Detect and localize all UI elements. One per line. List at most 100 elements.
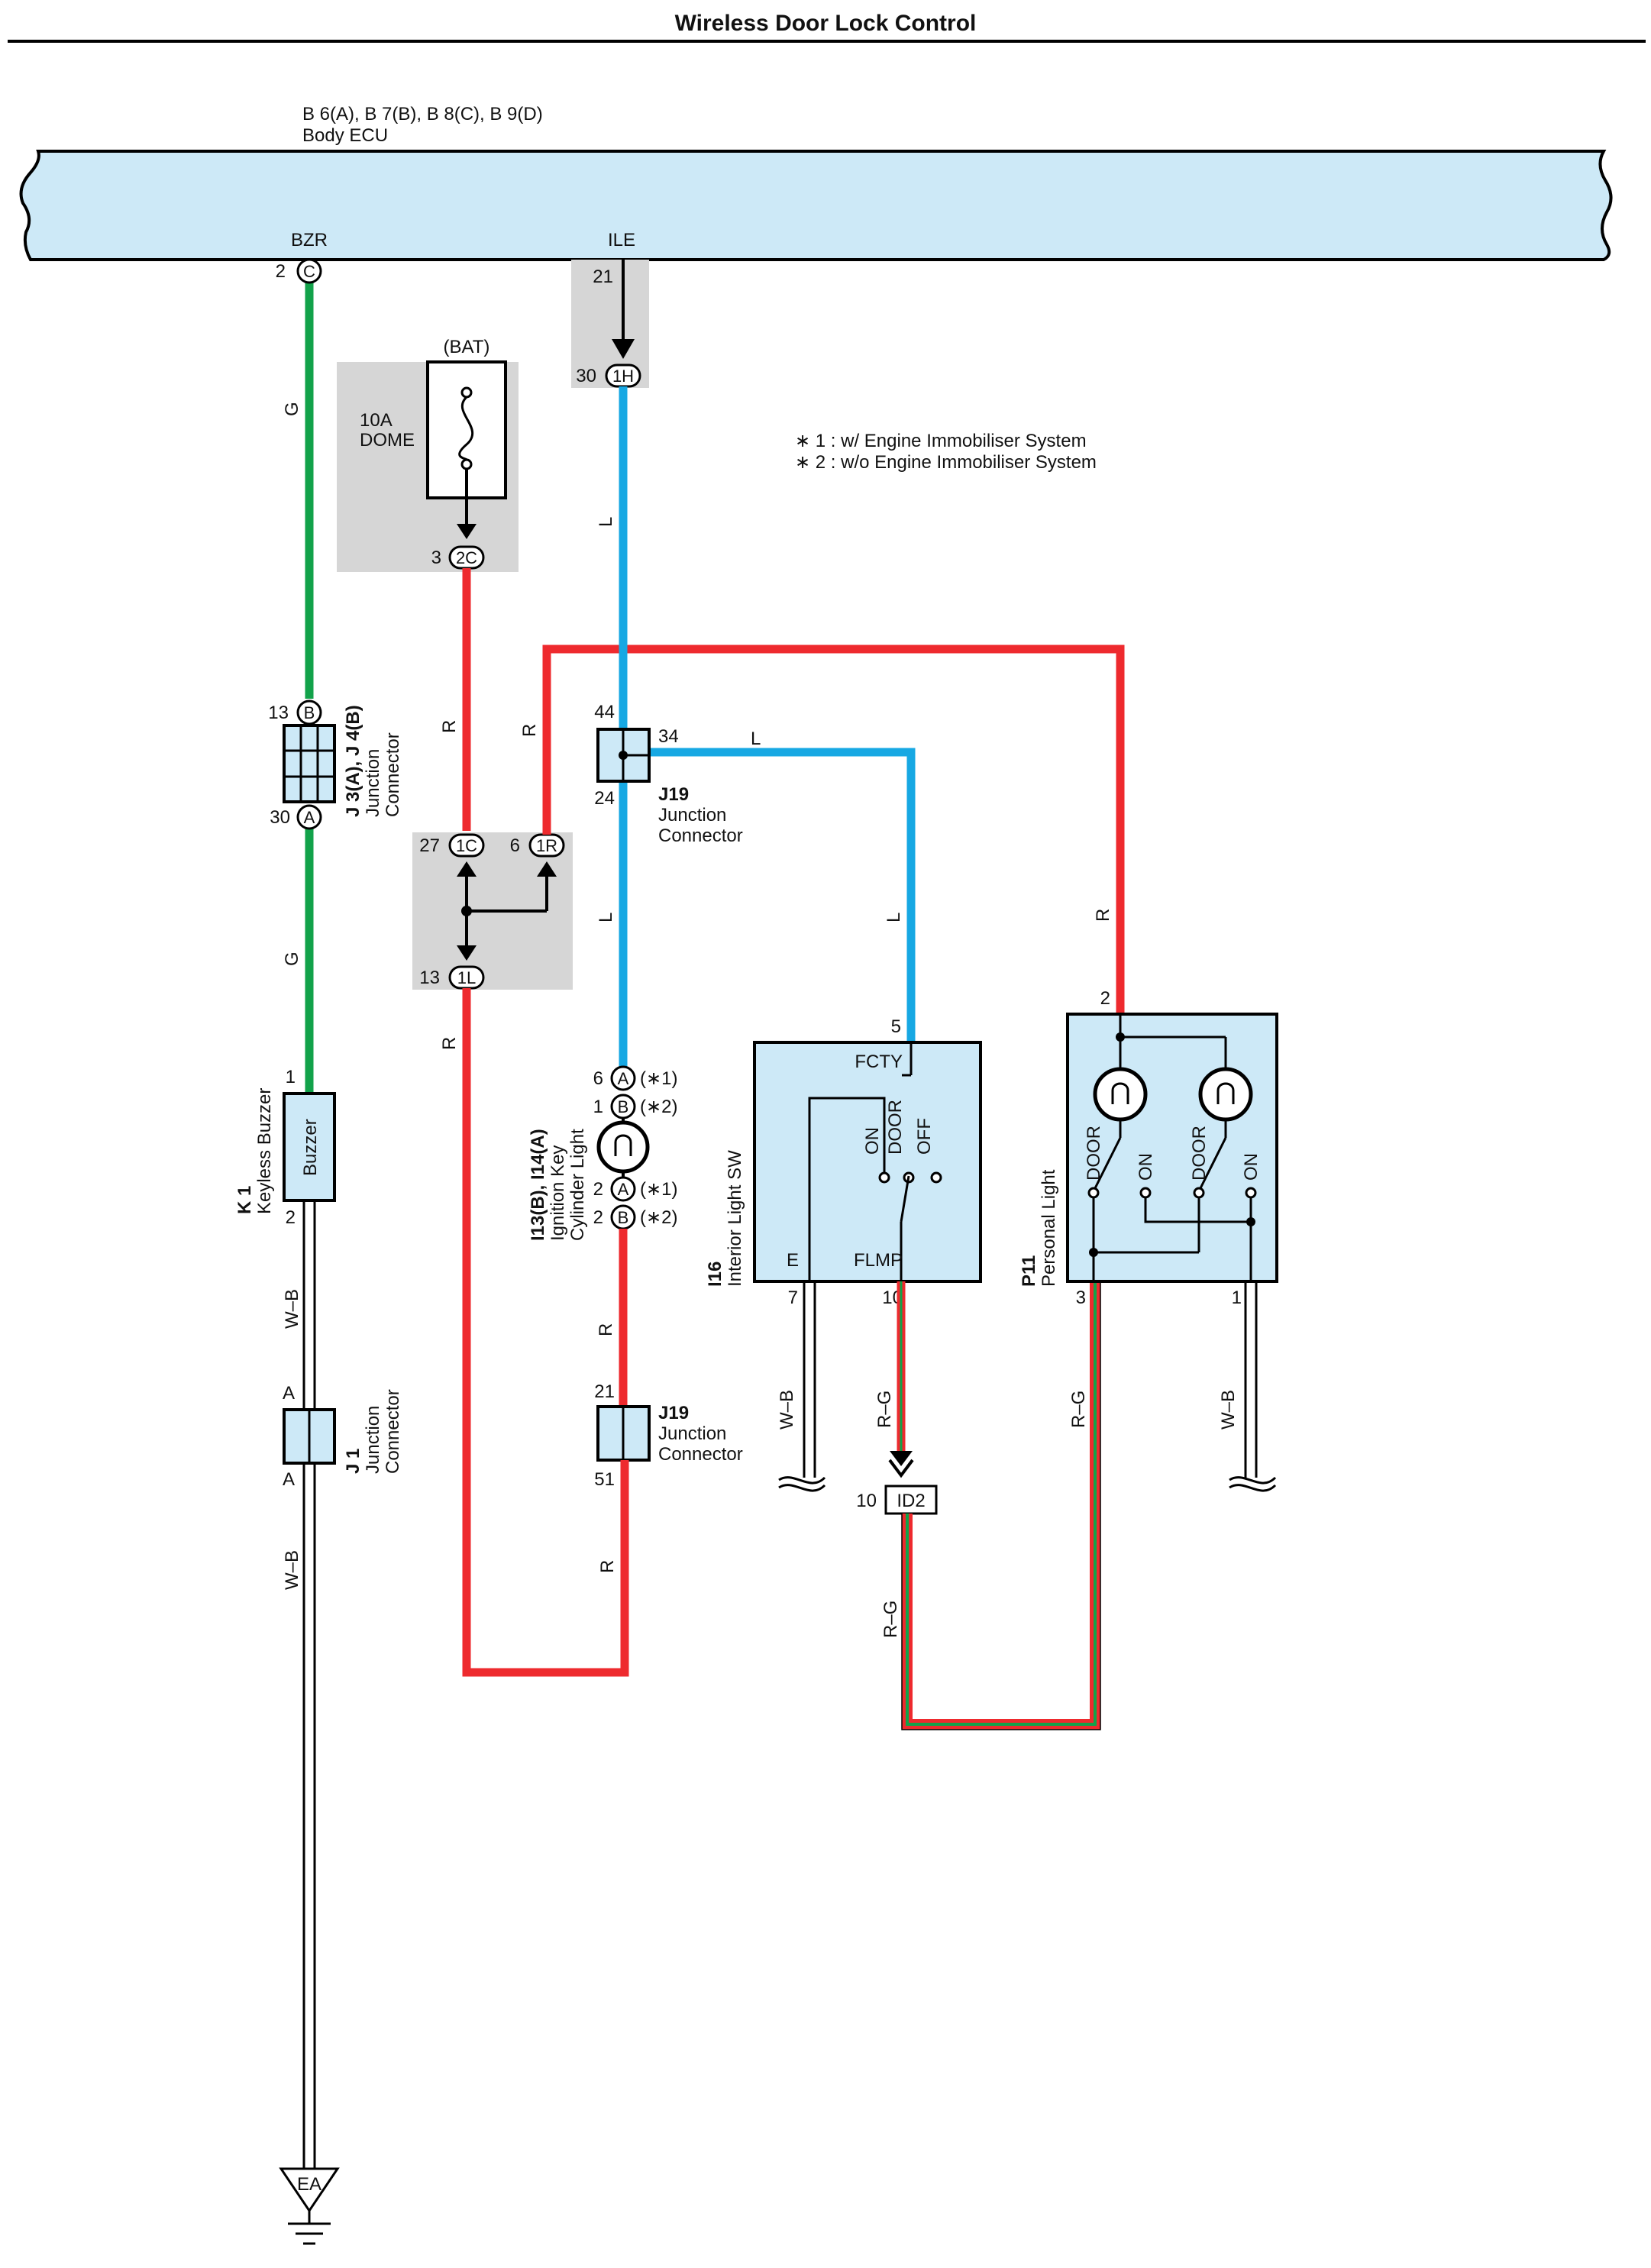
personal-lamp-left: [1093, 1067, 1148, 1122]
fuse-arrow: [457, 524, 477, 539]
junction-j19-node: [619, 751, 628, 760]
fuse-rating: 10A: [360, 410, 393, 431]
pin-ik-b1-letter: B: [618, 1097, 629, 1116]
pin-ik-b2-note: (∗2): [640, 1207, 677, 1228]
pin-ik-a1-letter: A: [618, 1069, 629, 1088]
p11-node: [1246, 1217, 1255, 1226]
p11-on-l: ON: [1136, 1153, 1156, 1181]
p11-switch-blade: [1197, 1137, 1227, 1192]
note-1: ∗ 1 : w/ Engine Immobiliser System: [795, 431, 1087, 451]
p11-on-r: ON: [1241, 1153, 1262, 1181]
ecu-pin-bzr: BZR: [291, 230, 328, 250]
switch-contact-off: [930, 1171, 942, 1184]
connector-1l-label: 1L: [457, 968, 476, 987]
k1-name: Keyless Buzzer: [254, 1088, 275, 1214]
i16-code: I16: [705, 1262, 725, 1287]
k1-pin-2: 2: [286, 1207, 296, 1228]
wire-label-r: R: [439, 720, 460, 733]
p11-pin-1: 1: [1232, 1287, 1242, 1308]
ground-ea-triangle: [279, 2167, 340, 2213]
wire-rg-return-edge: [901, 1281, 1101, 1730]
pin-ik-b2-num: 2: [593, 1207, 603, 1228]
wire-label-l: L: [596, 913, 616, 922]
j3-code: J 3(A), J 4(B): [343, 705, 363, 817]
j1-pin-a-top: A: [283, 1383, 295, 1404]
ground-ea-label: EA: [297, 2174, 321, 2195]
note-2: ∗ 2 : w/o Engine Immobiliser System: [795, 452, 1097, 473]
pin-ik-a2-note: (∗1): [640, 1179, 677, 1200]
junction-j3: [283, 724, 336, 803]
connector-1l-num: 13: [419, 968, 440, 988]
ecu-name: Body ECU: [302, 125, 388, 146]
p11-contact-door-l: [1087, 1187, 1100, 1199]
connector-1c: [448, 833, 485, 858]
ignition-code: I13(B), I14(A): [528, 1129, 548, 1241]
wire-label-g: G: [282, 402, 302, 416]
j19b-code: J19: [658, 1403, 689, 1423]
p11-door-r: DOOR: [1189, 1126, 1210, 1181]
wire-r-loop: [462, 988, 629, 1677]
pin-ik-a1-num: 6: [593, 1068, 603, 1089]
j19b-label-2: Connector: [658, 1444, 743, 1465]
bulb-filament: [1111, 1082, 1129, 1104]
p11-contact-on-l: [1139, 1187, 1152, 1199]
pin-ecu-c-letter: C: [303, 262, 315, 281]
ignition-key-light: [596, 1120, 650, 1174]
i16-off: OFF: [914, 1118, 935, 1155]
j19a-pin-44: 44: [594, 702, 615, 722]
p11-pin-2: 2: [1100, 988, 1110, 1009]
wire-label-l: L: [596, 517, 616, 527]
switch-blade: [900, 1175, 910, 1223]
bulb-filament: [1216, 1082, 1235, 1104]
pin-ik-b2-letter: B: [618, 1208, 629, 1227]
fuse-name: DOME: [360, 430, 415, 451]
wire-label-r: R: [519, 724, 540, 737]
k1-pin-1: 1: [286, 1067, 296, 1087]
i16-pin-5: 5: [891, 1016, 901, 1037]
ecu-codes: B 6(A), B 7(B), B 8(C), B 9(D): [302, 104, 543, 124]
connector-1h-label: 1H: [612, 367, 634, 386]
fuse-terminal: [460, 386, 473, 399]
j1-label-2: Connector: [383, 1389, 403, 1474]
ecu-pin-ile: ILE: [608, 230, 635, 250]
j19a-label-2: Connector: [658, 825, 743, 846]
k1-code: K 1: [234, 1186, 255, 1214]
pin-ecu-c-num: 2: [276, 261, 286, 282]
keyless-buzzer: [283, 1092, 336, 1202]
j3-label-2: Connector: [383, 732, 403, 817]
j19a-code: J19: [658, 784, 689, 805]
wire-label-r: R: [596, 1323, 616, 1336]
personal-light: [1066, 1013, 1278, 1283]
wire-label-l: L: [751, 729, 761, 749]
wire-label-wb: W–B: [1218, 1390, 1239, 1430]
body-ecu-box: [19, 150, 1613, 261]
j19b-pin-21: 21: [594, 1381, 615, 1402]
wire-label-l: L: [884, 913, 904, 922]
interior-light-switch: [753, 1041, 982, 1283]
i16-e: E: [787, 1250, 799, 1271]
pin-ik-b1-num: 1: [593, 1097, 603, 1117]
bulb-filament: [614, 1134, 632, 1156]
page-title: Wireless Door Lock Control: [675, 11, 977, 36]
fuse-element: [458, 396, 473, 461]
wire-break: [1229, 1484, 1277, 1492]
p11-contact-on-r: [1245, 1187, 1257, 1199]
fuse-terminal: [460, 458, 473, 470]
ile-pin-21: 21: [593, 267, 613, 287]
j19b-label-1: Junction: [658, 1423, 726, 1444]
wire-label-wb: W–B: [777, 1390, 797, 1430]
connector-id2: [884, 1485, 938, 1515]
p11-switch-blade: [1092, 1137, 1122, 1192]
switch-contact-on: [878, 1171, 890, 1184]
ignition-label-2: Cylinder Light: [567, 1129, 588, 1241]
wire-break: [778, 1476, 826, 1485]
id2-arrow: [888, 1459, 914, 1478]
fuse-source: (BAT): [444, 337, 490, 357]
pin-j3-b-letter: B: [304, 703, 315, 722]
connector-1r-num: 6: [510, 835, 520, 856]
pin-j3-a-letter: A: [304, 808, 315, 827]
i16-flmp: FLMP: [854, 1250, 903, 1271]
j19a-pin-24: 24: [594, 788, 615, 809]
connector-2c-num: 3: [431, 548, 441, 568]
connector-2c-label: 2C: [456, 548, 477, 567]
